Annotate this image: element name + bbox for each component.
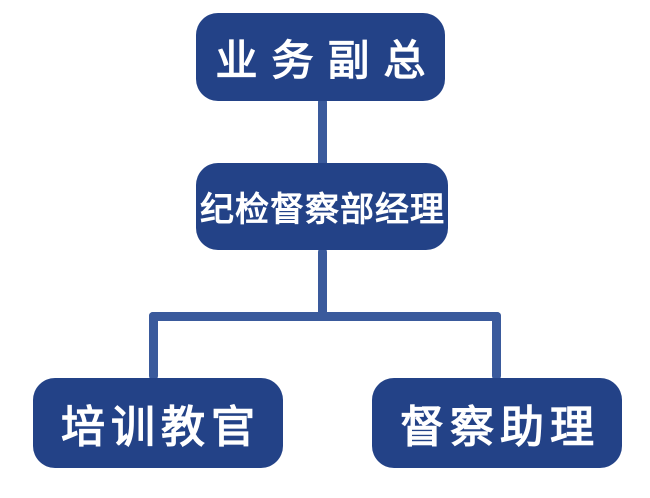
connector-horizontal-branch [149, 312, 501, 321]
org-node-manager: 纪检督察部经理 [196, 163, 448, 250]
org-node-vp: 业务副总 [196, 13, 445, 101]
connector-manager-stem [318, 248, 327, 318]
connector-drop-to-assistant [492, 312, 501, 380]
org-node-assistant-label: 督察助理 [400, 403, 600, 452]
org-node-trainer-label: 培训教官 [61, 403, 261, 452]
org-node-trainer: 培训教官 [33, 378, 283, 468]
org-node-vp-label: 业务副总 [215, 36, 440, 84]
org-node-manager-label: 纪检督察部经理 [200, 191, 445, 229]
org-node-assistant: 督察助理 [372, 378, 622, 468]
connector-vp-to-manager [318, 98, 327, 168]
connector-drop-to-trainer [149, 312, 158, 380]
